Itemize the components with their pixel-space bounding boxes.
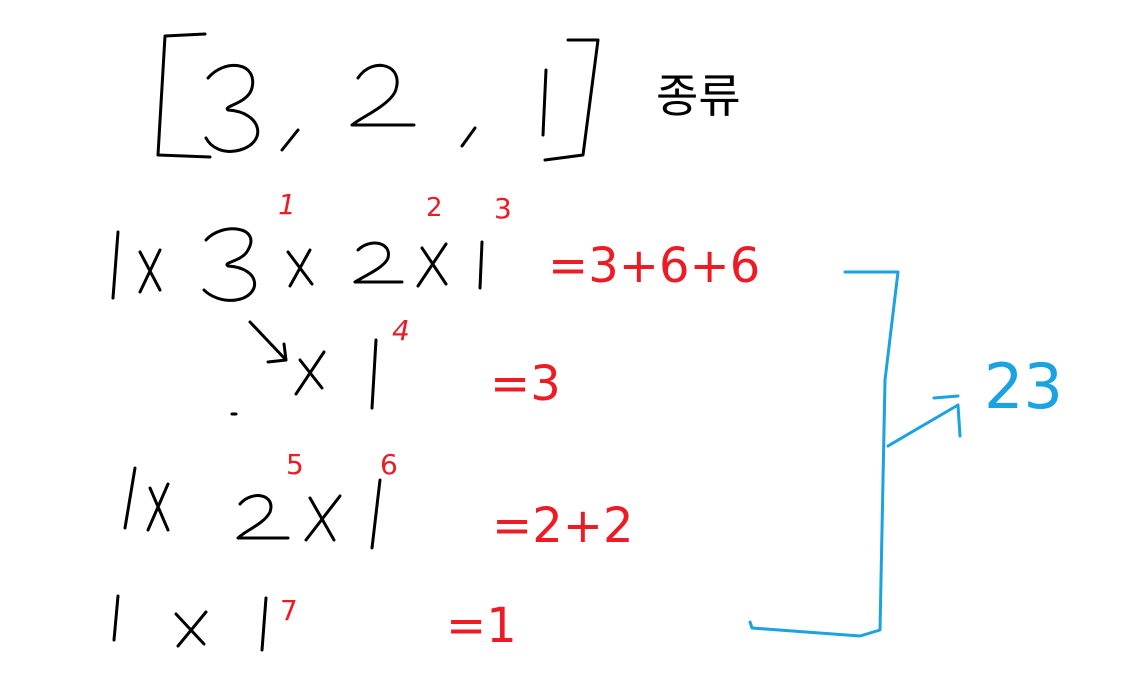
row-1-result: =3+6+6 xyxy=(548,238,760,294)
row-1-markers: 1 2 3 xyxy=(278,188,512,225)
row4-x xyxy=(174,610,208,648)
row-4-result: =1 xyxy=(446,598,517,654)
comma-2 xyxy=(460,126,477,148)
digit-3-header xyxy=(204,63,260,153)
digit-1-header xyxy=(541,68,548,137)
row1-two xyxy=(353,241,404,284)
header-array xyxy=(156,32,600,162)
row4-one-a xyxy=(112,594,120,642)
row4-one-b xyxy=(260,596,268,652)
row3-x-b xyxy=(304,494,342,542)
row-3-markers: 5 6 xyxy=(286,448,398,481)
marker-3: 3 xyxy=(494,192,512,225)
row3-x-a xyxy=(146,482,170,532)
comma-1 xyxy=(280,128,300,152)
row-3-expression xyxy=(123,466,382,550)
bracket-line xyxy=(748,270,900,638)
row3-one-b xyxy=(370,478,382,550)
row1-one-b xyxy=(478,240,484,290)
marker-4: 4 xyxy=(392,314,410,347)
row2-arrow xyxy=(248,320,288,364)
marker-5: 5 xyxy=(286,448,304,481)
row2-one xyxy=(370,338,378,410)
row1-x-a xyxy=(138,248,162,294)
row-2-expression xyxy=(230,320,378,416)
row1-x-c xyxy=(416,242,448,288)
row2-x xyxy=(294,350,326,396)
marker-6: 6 xyxy=(380,448,398,481)
right-bracket xyxy=(543,38,600,162)
row3-one-a xyxy=(123,466,137,530)
row-1-expression xyxy=(111,227,484,302)
row-4-expression xyxy=(112,594,268,652)
left-bracket xyxy=(156,32,212,159)
marker-7: 7 xyxy=(280,594,298,627)
sum-bracket xyxy=(748,270,962,638)
kind-label: 종류 xyxy=(656,69,741,123)
marker-2: 2 xyxy=(426,193,443,223)
row3-two xyxy=(236,494,290,540)
row1-x-b xyxy=(286,248,314,288)
row1-one-a xyxy=(111,230,120,300)
total-value: 23 xyxy=(984,350,1063,423)
row-2-result: =3 xyxy=(490,356,561,412)
digit-2-header xyxy=(350,63,416,127)
row1-three xyxy=(202,227,256,302)
marker-1: 1 xyxy=(278,188,296,221)
bracket-arrow xyxy=(886,394,962,448)
row-3-result: =2+2 xyxy=(492,498,634,554)
